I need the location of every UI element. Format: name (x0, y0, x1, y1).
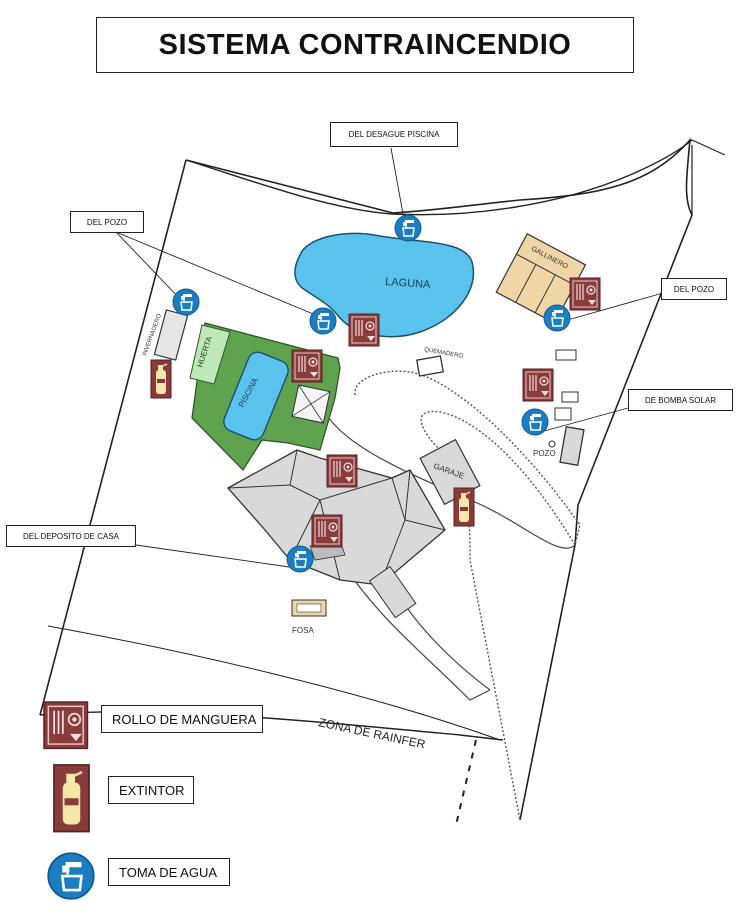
legend-hose-reel-label: ROLLO DE MANGUERA (101, 705, 263, 733)
leader-lines (115, 147, 664, 569)
callout-deposito-casa: DEL DEPOSITO DE CASA (6, 525, 136, 547)
fosa (291, 599, 327, 617)
extinguisher-icon (150, 359, 172, 399)
label-laguna: LAGUNA (385, 276, 432, 291)
label-pozo: POZO (533, 449, 556, 458)
page-title: SISTEMA CONTRAINCENDIO (158, 28, 572, 61)
water-tap-icon (309, 307, 337, 335)
water-tap-icon (521, 408, 549, 436)
shed-2 (561, 391, 579, 403)
hose-reel-icon (291, 349, 323, 383)
legend-water-tap-label: TOMA DE AGUA (108, 858, 230, 886)
shed-3 (554, 407, 572, 421)
label-fosa: FOSA (292, 626, 314, 635)
piscina-gazebo (291, 384, 331, 424)
water-tap-icon (394, 214, 422, 242)
huerta (189, 324, 231, 385)
water-tap-icon (543, 304, 571, 332)
hose-reel-icon (348, 313, 380, 347)
water-tap-icon (172, 288, 200, 316)
quemadero (416, 355, 444, 377)
piscina (223, 351, 289, 441)
legend-extinguisher-label: EXTINTOR (108, 776, 194, 804)
property-boundary (39, 137, 693, 821)
pump-house (559, 425, 585, 467)
hose-reel-icon (326, 454, 358, 488)
extinguisher-icon (52, 763, 91, 833)
label-zona: ZONA DE RAINFER (317, 715, 427, 751)
hose-reel-icon (43, 701, 89, 750)
north-boundary-curve (185, 139, 693, 216)
invernadero (153, 309, 189, 361)
hose-reel-icon (569, 277, 601, 311)
water-tap-icon (46, 851, 96, 901)
callout-desague-piscina: DEL DESAGUE PISCINA (330, 122, 458, 147)
extinguisher-icon (453, 487, 475, 527)
water-tap-icon (286, 545, 314, 573)
callout-pozo-right: DEL POZO (661, 278, 727, 300)
pozo-well (548, 440, 556, 448)
title-box: SISTEMA CONTRAINCENDIO (96, 17, 634, 73)
callout-pozo-left: DEL POZO (70, 211, 144, 233)
callout-bomba-solar: DE BOMBA SOLAR (628, 389, 733, 411)
laguna (294, 232, 475, 338)
hose-reel-icon (311, 514, 343, 548)
shed-1 (555, 349, 577, 361)
hose-reel-icon (522, 368, 554, 402)
